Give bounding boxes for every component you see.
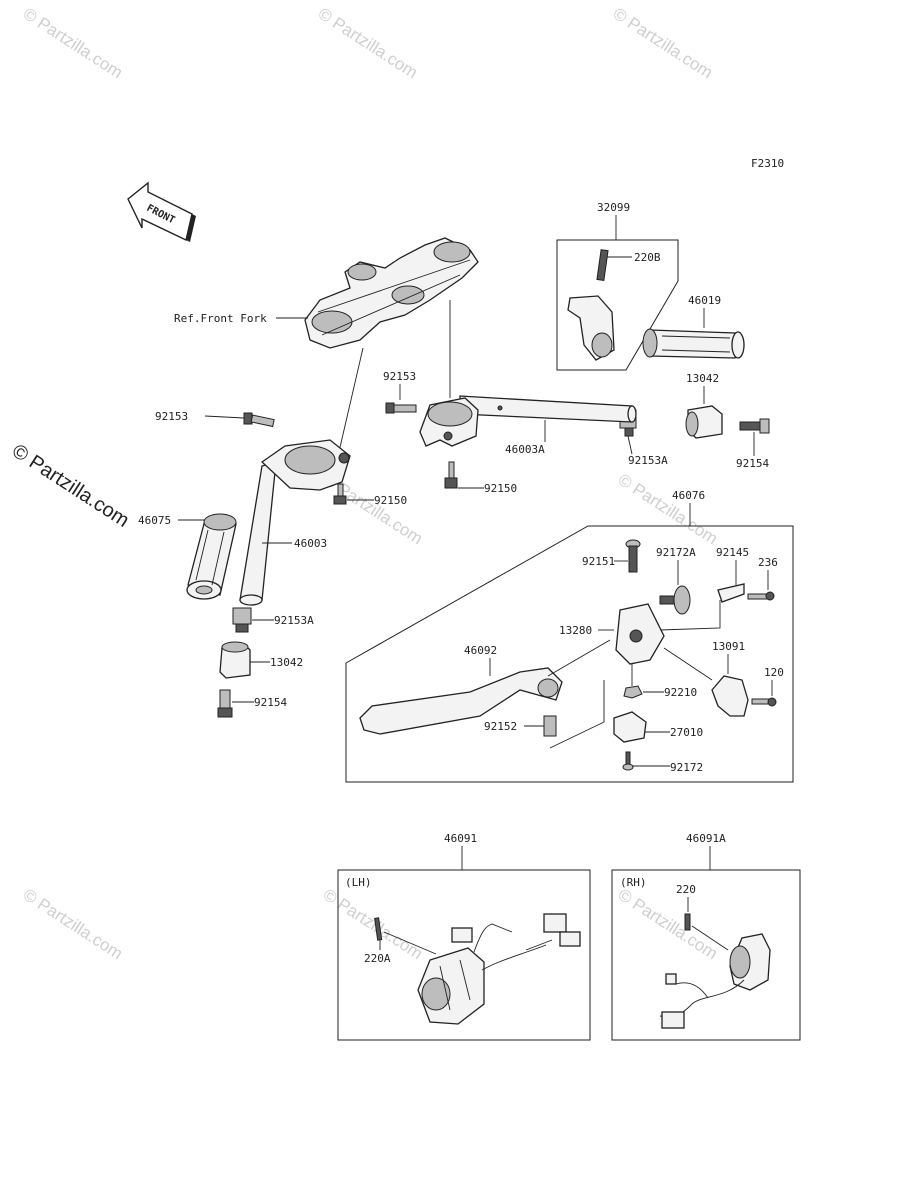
screw-220A <box>374 917 383 941</box>
callout-92154-top: 92154 <box>736 457 769 470</box>
callout-46075: 46075 <box>138 514 171 527</box>
bolt-92153-mid <box>385 402 417 414</box>
handlebar-left-part <box>239 439 351 606</box>
callout-46076: 46076 <box>672 489 705 502</box>
group-box-46091a-rh <box>611 869 801 1041</box>
callout-ref-front-fork: Ref.Front Fork <box>174 312 267 325</box>
bar-end-weight-left <box>219 641 251 679</box>
figure-code: F2310 <box>751 157 784 170</box>
callout-92150-left: 92150 <box>374 494 407 507</box>
collar-92152 <box>543 715 557 737</box>
group-box-46091-lh <box>337 869 591 1041</box>
callout-92150-right: 92150 <box>484 482 517 495</box>
callout-13091: 13091 <box>712 640 745 653</box>
callout-92152: 92152 <box>484 720 517 733</box>
throttle-housing-part <box>567 249 615 361</box>
callout-92153A-top: 92153A <box>628 454 668 467</box>
switch-housing-left <box>417 913 581 1025</box>
bolt-92150-right <box>444 461 458 489</box>
switch-27010 <box>613 711 647 743</box>
callout-92154-left: 92154 <box>254 696 287 709</box>
bolt-92154-left <box>217 689 233 718</box>
grip-left-part <box>186 513 237 600</box>
callout-92153-left: 92153 <box>155 410 188 423</box>
bolt-92154-right <box>739 418 770 434</box>
callout-92172: 92172 <box>670 761 703 774</box>
screw-236 <box>747 591 775 601</box>
group-box-46076 <box>345 525 794 783</box>
callout-46092: 46092 <box>464 644 497 657</box>
callout-120: 120 <box>764 666 784 679</box>
callout-46003A: 46003A <box>505 443 545 456</box>
label-rh: (RH) <box>620 876 647 889</box>
triple-clamp-part <box>304 237 479 349</box>
front-arrow-icon: FRONT <box>127 181 196 242</box>
callout-46003: 46003 <box>294 537 327 550</box>
callout-46019: 46019 <box>688 294 721 307</box>
callout-220A: 220A <box>364 952 391 965</box>
handlebar-right-part <box>419 395 637 447</box>
adjuster-92172a <box>659 585 691 615</box>
bolt-92150-left <box>333 483 347 505</box>
callout-92145: 92145 <box>716 546 749 559</box>
screw-120 <box>751 697 777 707</box>
callout-46091A: 46091A <box>686 832 726 845</box>
grip-right-part <box>642 328 745 359</box>
lever-bracket-13280 <box>615 603 665 665</box>
callout-13280: 13280 <box>559 624 592 637</box>
screw-92172 <box>622 751 634 771</box>
pivot-bolt-92151 <box>625 539 641 573</box>
callout-92172A: 92172A <box>656 546 696 559</box>
callout-13042-top: 13042 <box>686 372 719 385</box>
bar-end-weight-right <box>685 405 723 439</box>
switch-housing-right <box>659 933 771 1029</box>
callout-92153A-left: 92153A <box>274 614 314 627</box>
bolt-92153-left <box>243 412 275 428</box>
label-lh: (LH) <box>345 876 372 889</box>
lever-46092 <box>359 667 563 735</box>
callout-92153-mid: 92153 <box>383 370 416 383</box>
callout-92151: 92151 <box>582 555 615 568</box>
callout-236: 236 <box>758 556 778 569</box>
group-box-32099 <box>556 239 679 371</box>
callout-220B: 220B <box>634 251 661 264</box>
bolt-92153a-left <box>232 607 252 633</box>
callout-13042-left: 13042 <box>270 656 303 669</box>
callout-32099: 32099 <box>597 201 630 214</box>
callout-46091: 46091 <box>444 832 477 845</box>
nut-92210 <box>623 685 643 699</box>
clamp-13091 <box>711 675 749 717</box>
screw-220 <box>684 913 691 931</box>
callout-27010: 27010 <box>670 726 703 739</box>
callout-220: 220 <box>676 883 696 896</box>
callout-92210: 92210 <box>664 686 697 699</box>
spring-92145 <box>717 583 745 603</box>
